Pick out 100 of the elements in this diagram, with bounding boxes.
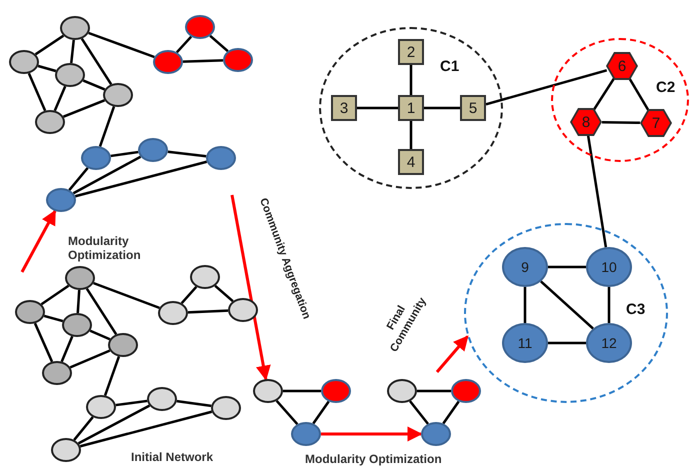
graph-node: 12	[586, 323, 632, 363]
arrow	[230, 194, 271, 381]
edge-line	[60, 336, 74, 362]
edge-line	[72, 156, 142, 194]
edge-line	[40, 284, 70, 306]
edge-line	[168, 150, 206, 158]
edge-line	[312, 400, 330, 424]
graph-node	[291, 422, 321, 446]
edge-line	[180, 286, 198, 304]
community-label: C3	[626, 301, 646, 318]
edge-line	[70, 349, 110, 369]
graph-node	[153, 50, 183, 74]
graph-node	[81, 146, 111, 170]
graph-node	[158, 301, 188, 325]
edge-line	[73, 416, 94, 441]
community-label: C2	[656, 79, 676, 96]
graph-node	[253, 379, 283, 403]
graph-node: 8	[570, 108, 602, 136]
graph-node: 7	[640, 109, 672, 137]
edge-line	[78, 404, 150, 444]
community-ellipse	[319, 27, 503, 189]
edge-line	[176, 36, 192, 54]
edge-line	[90, 330, 110, 340]
edge-line	[54, 86, 66, 112]
edge-line	[410, 65, 412, 95]
edge-line	[88, 32, 155, 58]
edge-line	[110, 150, 138, 158]
edge-line	[188, 309, 228, 314]
edge-line	[524, 287, 526, 323]
edge-line	[209, 34, 229, 52]
edge-line	[34, 322, 54, 362]
graph-node	[60, 16, 90, 40]
community-ellipse	[464, 223, 668, 403]
graph-node	[206, 146, 236, 170]
edge-line	[70, 40, 75, 64]
edge-line	[283, 390, 321, 392]
edge-line	[82, 79, 106, 91]
edge-line	[592, 78, 616, 110]
arrow	[321, 426, 422, 442]
graph-node	[42, 361, 72, 385]
edge-line	[80, 410, 212, 448]
edge-line	[28, 72, 46, 112]
graph-node	[147, 387, 177, 411]
community-ellipse	[551, 38, 689, 162]
graph-node	[51, 438, 81, 462]
edge-line	[424, 106, 460, 110]
graph-node: 2	[398, 39, 424, 65]
graph-node	[190, 265, 220, 289]
graph-node	[55, 63, 85, 87]
graph-node	[86, 395, 116, 419]
edge-line	[34, 34, 64, 56]
graph-node	[46, 188, 76, 212]
graph-node	[9, 50, 39, 74]
graph-node	[103, 83, 133, 107]
edge-line	[586, 136, 608, 248]
edge-line	[409, 400, 429, 425]
arrow	[436, 335, 469, 373]
edge-line	[628, 78, 650, 112]
edge-line	[74, 160, 208, 198]
graph-node	[65, 266, 95, 290]
edge-line	[104, 356, 120, 396]
graph-node	[35, 110, 65, 134]
community-label: C1	[440, 58, 460, 75]
graph-node: 3	[331, 95, 357, 121]
edge-line	[540, 280, 594, 330]
edge-line	[68, 167, 89, 191]
graph-node	[138, 138, 168, 162]
graph-node: 1	[398, 95, 424, 121]
edge-line	[417, 390, 451, 392]
edge-line	[76, 290, 80, 314]
graph-node	[228, 298, 258, 322]
graph-node: 9	[502, 247, 548, 287]
caption-text: Modularity Optimization	[68, 234, 142, 262]
graph-node	[211, 396, 241, 420]
graph-node: 6	[606, 52, 638, 80]
edge-line	[276, 400, 298, 426]
edge-line	[44, 314, 64, 322]
graph-node	[62, 313, 92, 337]
edge-line	[214, 284, 234, 302]
graph-node	[321, 379, 351, 403]
edge-line	[602, 120, 640, 124]
graph-node	[451, 379, 481, 403]
edge-line	[608, 287, 610, 323]
edge-line	[442, 400, 460, 424]
caption-text: Initial Network	[131, 450, 214, 464]
edge-line	[176, 400, 212, 408]
edge-line	[357, 106, 398, 110]
graph-node	[15, 300, 45, 324]
edge-line	[38, 64, 56, 72]
graph-node: 4	[398, 149, 424, 175]
edge-line	[410, 121, 412, 149]
edge-line	[182, 59, 224, 63]
graph-node	[223, 48, 253, 72]
caption-text: Modularity Optimization	[305, 452, 442, 466]
edge-line	[62, 99, 106, 118]
edge-line	[93, 282, 160, 310]
edge-line	[80, 38, 112, 85]
graph-node	[421, 422, 451, 446]
edge-line	[548, 266, 586, 268]
graph-node: 11	[502, 323, 548, 363]
